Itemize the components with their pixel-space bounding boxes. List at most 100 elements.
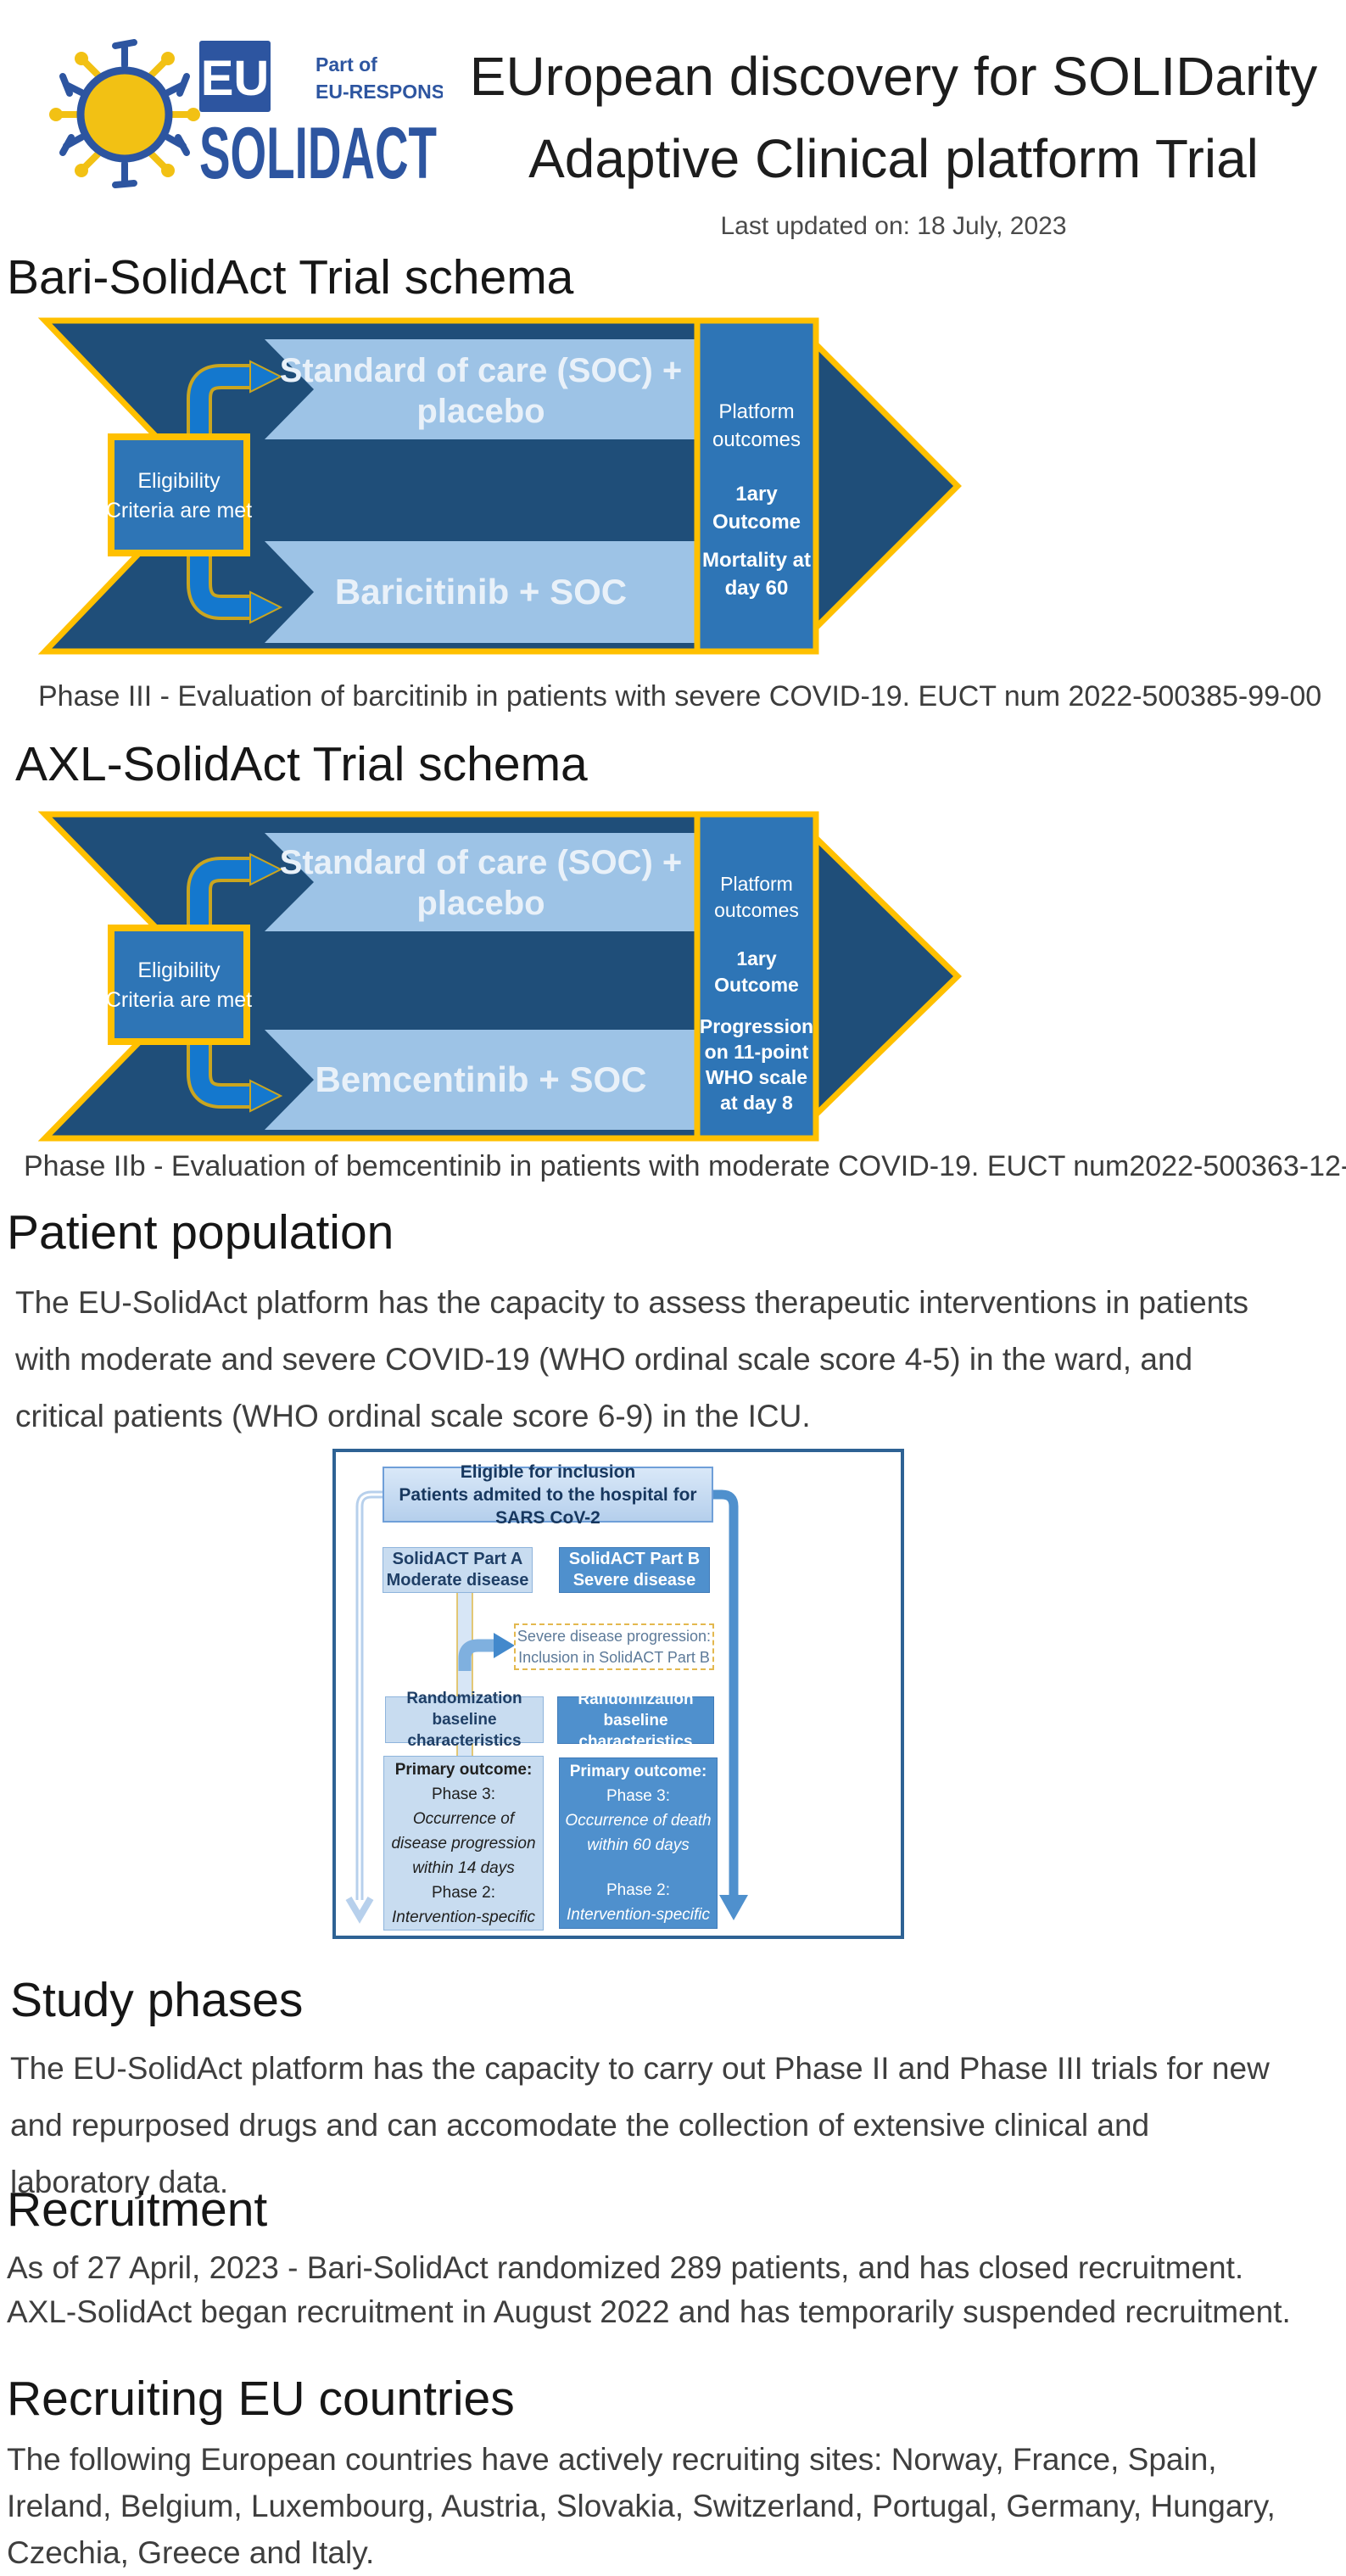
bari-soc-line2: placebo [416,393,545,430]
bari-curve-top-head [249,360,283,394]
rand-a-line1: Randomization baseline [406,1690,522,1729]
eu-solidact-logo: EU Part of EU-RESPONSE SOLIDACT [49,39,457,194]
study-phases-heading: Study phases [10,1973,304,2027]
axl-curve-top-head [249,852,283,886]
bari-soc-line1: Standard of care (SOC) + [280,352,683,389]
bari-arrowhead [811,335,962,637]
bari-caption: Phase III - Evaluation of barcitinib in … [38,680,1322,712]
outcome-b-phase2-desc: Intervention-specific [567,1906,710,1924]
outcome-b-phase3-label: Phase 3: [606,1787,670,1805]
recruitment-body: As of 27 April, 2023 - Bari-SolidAct ran… [7,2250,1291,2329]
flowchart-arrows [345,1489,748,1924]
bari-panel-line4: Outcome [712,511,801,534]
axl-treatment-arrow [265,1030,697,1130]
bari-panel-line1: Platform [718,400,794,423]
rand-b-line1: Randomization baseline [578,1690,694,1729]
recruiting-countries-body: The following European countries have ac… [7,2442,1276,2570]
bari-panel-line5: Mortality at [702,549,811,572]
axl-caption: Phase IIb - Evaluation of bemcentinib in… [24,1150,1346,1182]
progression-box: Severe disease progression: Inclusion in… [514,1623,714,1670]
axl-curve-bottom [190,1042,250,1105]
bari-curve-bottom-head [249,590,283,624]
logo-tagline-line2: EU-RESPONSE [316,81,443,103]
right-down-arrow [713,1489,739,1897]
axl-eligibility-line2: Criteria are met [106,988,252,1012]
bari-eligibility-box [108,433,250,556]
bari-eligibility-line1: Eligibility [137,469,221,493]
axl-heading: AXL-SolidAct Trial schema [15,737,588,791]
axl-platform-panel [694,811,819,1142]
axl-curve-bottom-head [249,1079,283,1113]
bari-eligibility-line2: Criteria are met [106,499,252,522]
outcome-b-phase2-label: Phase 2: [606,1881,670,1899]
bari-heading: Bari-SolidAct Trial schema [7,250,574,305]
outcome-a-phase3-label: Phase 3: [432,1785,495,1803]
last-updated-text: Last updated on: 18 July, 2023 [720,212,1067,240]
axl-panel-line6: on 11-point [705,1041,809,1063]
part-b-line1: SolidACT Part B [568,1550,701,1568]
part-a-line1: SolidACT Part A [392,1550,523,1568]
outcome-a-title: Primary outcome: [394,1760,533,1779]
progression-line2: Inclusion in SolidACT Part B [518,1648,710,1666]
axl-panel-line3: 1ary [736,947,777,969]
axl-panel-line7: WHO scale [706,1066,807,1088]
randomization-b-box: Randomization baseline characteristics [557,1690,714,1751]
bari-curve-top [190,367,250,438]
axl-panel-line1: Platform [720,873,793,895]
axl-eligibility-line1: Eligibility [137,958,221,982]
axl-soc-arrow [265,833,697,931]
left-down-arrow-inner [358,1493,383,1900]
logo-eu-text: EU [201,51,270,106]
bari-curve-bottom [190,553,250,617]
eligible-box: Eligible for inclusion Patients admited … [383,1462,713,1528]
axl-arrowhead [811,829,963,1124]
left-down-arrowhead [345,1896,374,1924]
page-title-line2: Adaptive Clinical platform Trial [528,128,1259,189]
outcome-a-box: Primary outcome: Phase 3: Occurrence of … [383,1756,544,1931]
page-title: EUropean discovery for SOLIDarity Adapti… [441,36,1346,241]
eligible-line2: Patients admited to the hospital for SAR… [399,1484,697,1528]
progression-curve-arrow [458,1639,494,1671]
part-b-line2: Severe disease [572,1571,696,1590]
axl-curve-top [190,860,250,930]
bari-panel-line3: 1ary [735,483,778,506]
outcome-b-title: Primary outcome: [569,1763,707,1780]
axl-panel-line8: at day 8 [720,1092,793,1114]
progression-arrowhead [494,1633,515,1658]
eu-box [199,41,271,112]
progression-line1: Severe disease progression: [517,1627,712,1645]
virus-icon [49,39,200,188]
bari-platform-panel [694,317,819,655]
logo-solidact-text: SOLIDACT [199,113,437,194]
axl-treatment-label: Bemcentinib + SOC [316,1059,647,1099]
randomization-a-box: Randomization baseline characteristics [385,1690,544,1750]
page-title-line1: EUropean discovery for SOLIDarity [469,46,1318,107]
patient-population-body: The EU-SolidAct platform has the capacit… [15,1285,1249,1433]
part-a-box: SolidACT Part A Moderate disease [383,1547,533,1593]
axl-eligibility-box [108,925,250,1045]
logo-tagline-line1: Part of [316,53,377,75]
bari-soc-arrow [265,339,697,439]
outcome-b-phase3-desc: Occurrence of death within 60 days [565,1812,712,1854]
left-down-arrow [355,1490,383,1900]
outcome-a-phase3-desc: Occurrence of disease progression within… [391,1809,536,1877]
recruitment-heading: Recruitment [7,2182,268,2237]
axl-soc-line2: placebo [416,885,545,922]
outcome-a-phase2-desc: Intervention-specific [392,1908,535,1926]
header: EU Part of EU-RESPONSE SOLIDACT [44,27,457,201]
axl-schema-diagram: Standard of care (SOC) + placebo Bemcent… [38,811,963,1142]
right-down-arrowhead [719,1895,748,1920]
bari-panel-line6: day 60 [725,577,789,600]
part-a-line2: Moderate disease [386,1571,529,1590]
recruiting-countries-heading: Recruiting EU countries [7,2372,515,2426]
part-b-box: SolidACT Part B Severe disease [559,1547,710,1593]
rand-b-line2: characteristics [578,1732,693,1751]
bari-panel-line2: outcomes [712,428,801,451]
axl-panel-line5: Progression [700,1015,813,1037]
study-phases-body: The EU-SolidAct platform has the capacit… [10,2051,1270,2199]
rand-a-line2: characteristics [407,1732,522,1750]
bari-treatment-label: Baricitinib + SOC [335,572,627,612]
bari-schema-diagram: Standard of care (SOC) + placebo Baricit… [38,317,962,655]
eligible-line1: Eligible for inclusion [460,1461,636,1482]
outcome-b-box: Primary outcome: Phase 3: Occurrence of … [559,1757,718,1929]
